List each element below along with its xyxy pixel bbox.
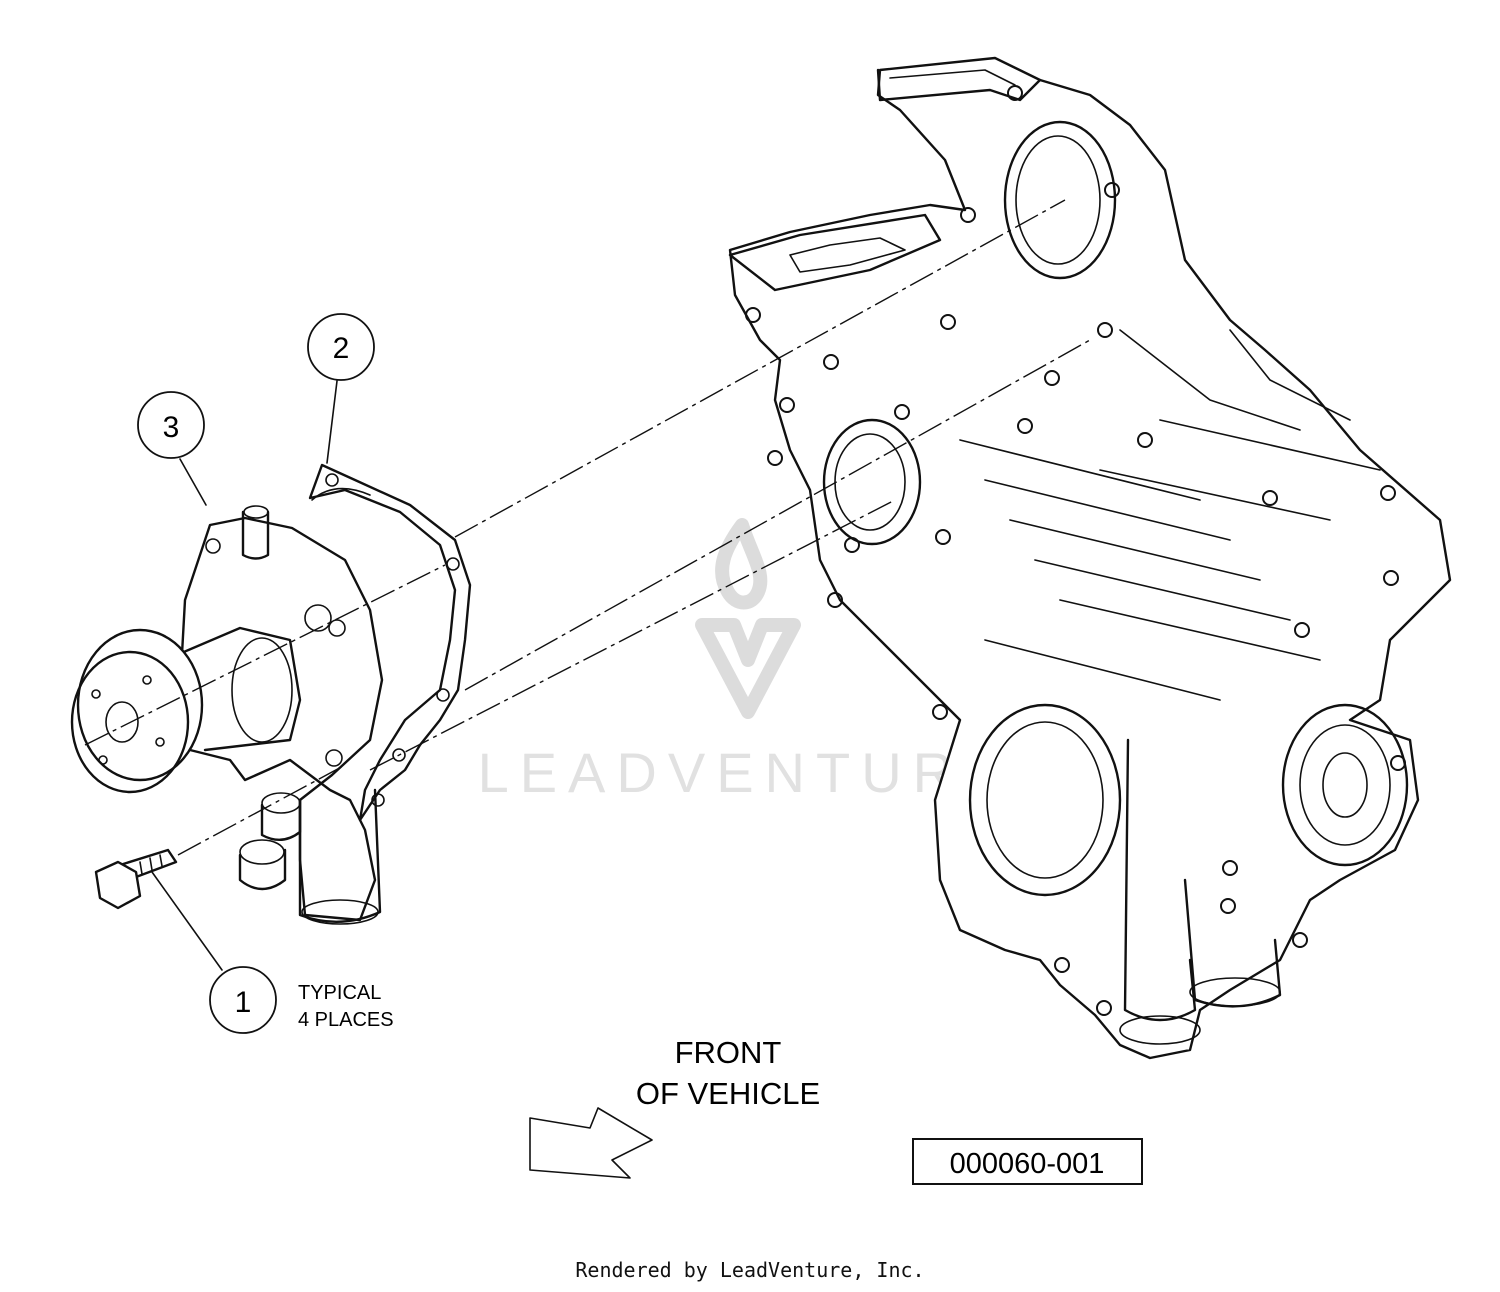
callout-1-note-line1: TYPICAL xyxy=(298,982,381,1004)
callout-3: 3 xyxy=(137,391,207,506)
front-of-vehicle-label: FRONT OF VEHICLE xyxy=(529,1035,820,1179)
watermark: LEADVENTURE xyxy=(478,518,1013,804)
direction-line1: FRONT xyxy=(675,1035,782,1070)
callout-2-number: 2 xyxy=(333,332,350,365)
figure-id-box: 000060-001 xyxy=(912,1138,1143,1185)
footer-credit: Rendered by LeadVenture, Inc. xyxy=(575,1258,925,1282)
front-arrow-icon xyxy=(529,1107,653,1179)
figure-id: 000060-001 xyxy=(950,1148,1105,1180)
callout-1-number: 1 xyxy=(235,986,252,1019)
gasket xyxy=(308,463,472,822)
callout-2: 2 xyxy=(307,313,375,464)
callout-1-note-line2: 4 PLACES xyxy=(298,1009,394,1031)
callout-1: 1 TYPICAL 4 PLACES xyxy=(151,871,394,1034)
direction-line2: OF VEHICLE xyxy=(636,1076,820,1111)
water-pump xyxy=(70,505,384,925)
gear-case-housing xyxy=(728,56,1452,1060)
assembly-centerlines xyxy=(84,199,1091,856)
watermark-v-icon xyxy=(695,618,801,719)
watermark-flame-icon xyxy=(715,518,768,610)
callout-3-number: 3 xyxy=(163,411,180,444)
bolt xyxy=(94,848,178,910)
watermark-text: LEADVENTURE xyxy=(478,741,1013,804)
